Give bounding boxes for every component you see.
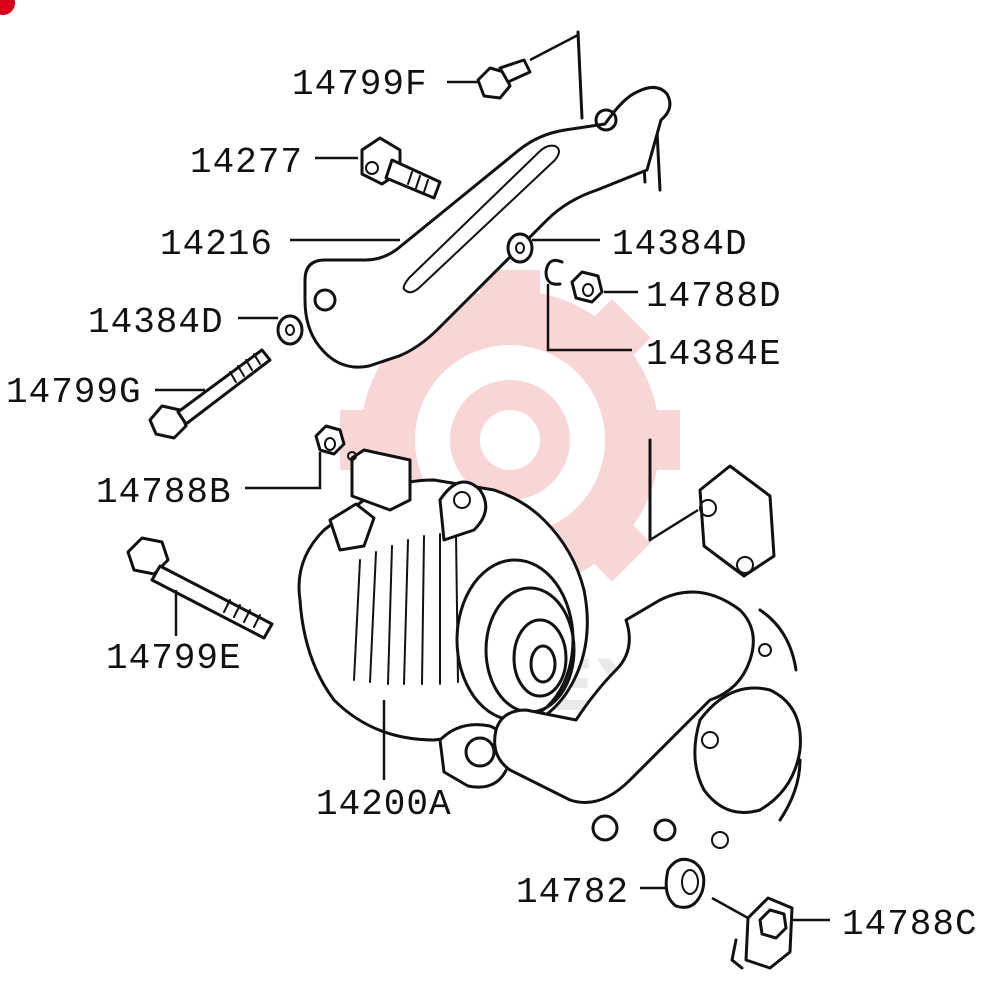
washer-14384d-top-icon [506,232,534,264]
adjust-bolt-14277-icon [360,136,442,200]
bolt-14799f-icon [476,33,579,100]
washer-14384d-left-icon [276,314,304,346]
bolt-14799g-icon [148,348,272,440]
label-14799f: 14799F [292,64,428,105]
nut-14788b-icon [314,424,346,456]
washer-14384e-icon [544,258,564,286]
label-14782: 14782 [516,872,629,913]
label-14788c: 14788C [842,904,978,945]
corner-badge-icon [0,0,15,15]
label-14799g: 14799G [6,372,142,413]
label-14277: 14277 [190,142,303,183]
bolt-14799e-icon [126,536,274,640]
label-14799e: 14799E [106,638,242,679]
label-14384d-top: 14384D [612,224,748,265]
label-14216: 14216 [160,224,273,265]
engine-bracket-icon [493,438,802,849]
label-14384d-left: 14384D [88,302,224,343]
nut-14788c-icon [711,896,794,970]
nut-14788d-icon [570,270,604,304]
label-14788b: 14788B [96,472,232,513]
adjust-bar-14216-icon [303,86,672,369]
label-14384e: 14384E [646,334,782,375]
label-14788d: 14788D [646,276,782,317]
collar-14782-icon [664,857,706,909]
leader-lines [155,80,830,922]
alternator-14200a-icon [297,448,589,789]
label-14200a: 14200A [316,784,452,825]
